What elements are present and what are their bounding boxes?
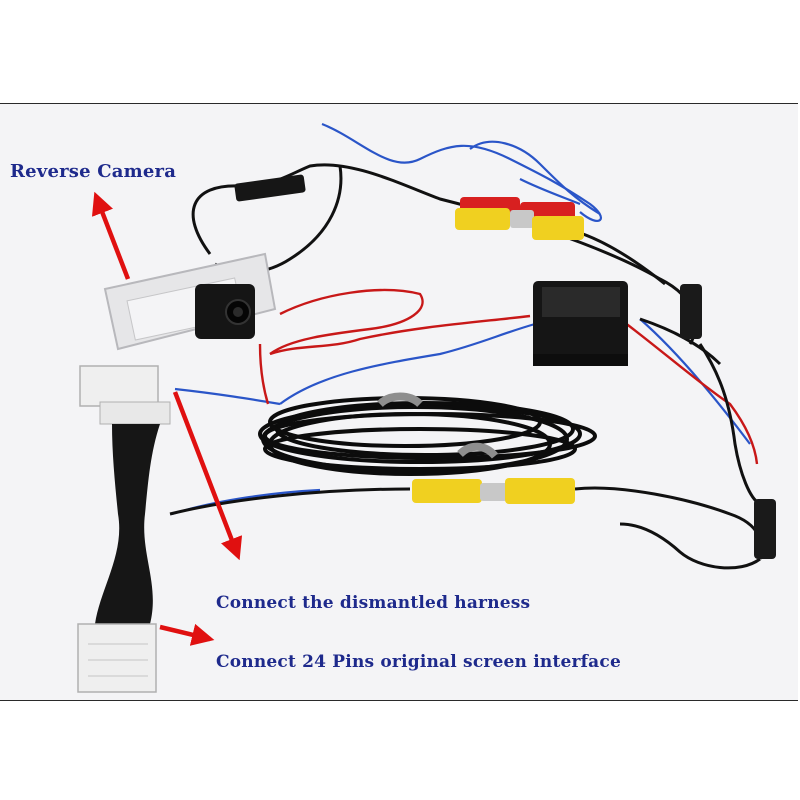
reverse-camera-label: Reverse Camera [10,161,177,182]
product-photo [77,122,776,693]
photo-frame: Reverse Camera Connect the dismantled ha… [0,103,798,701]
pins-interface-label: Connect 24 Pins original screen interfac… [216,652,621,672]
inline-connectors-right [680,284,776,559]
inline-connector-top [234,174,306,202]
arrow-to-harness [172,391,243,561]
red-arrows [91,191,243,646]
arrow-to-camera [91,191,131,280]
arrow-to-pins [159,623,215,646]
coiled-black-cable [258,392,597,476]
rca-connectors-bottom [412,478,575,504]
power-filter-box [533,281,628,366]
harness-adapter [77,365,171,693]
dismantled-harness-label: Connect the dismantled harness [216,593,531,613]
reverse-camera [103,252,277,351]
rca-connectors-top [455,197,584,240]
